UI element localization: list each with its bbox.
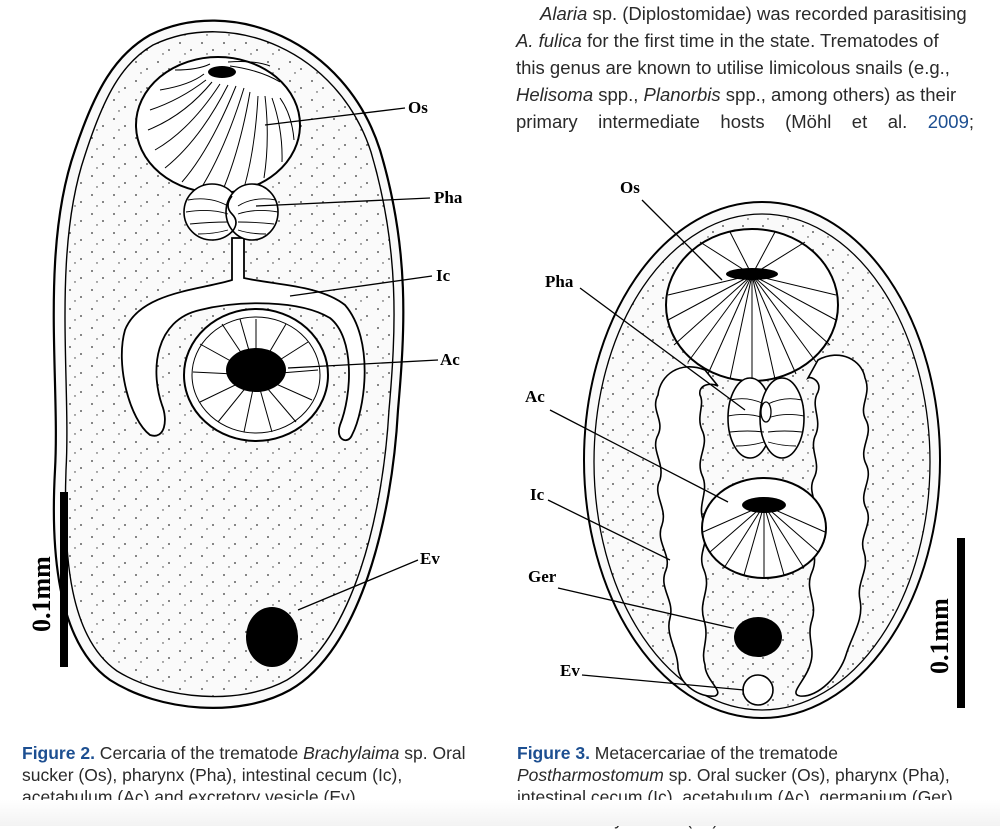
label-os-fig3: Os (620, 178, 640, 197)
scale-bar-fig3 (957, 538, 965, 708)
body-line-4: Helisoma spp., Planorbis spp., among oth… (516, 84, 957, 105)
label-ac-fig3: Ac (525, 387, 545, 406)
label-ic: Ic (436, 266, 451, 285)
figure-3-caption-label: Figure 3. (517, 743, 590, 763)
oral-sucker (135, 56, 301, 194)
label-ic-fig3: Ic (530, 485, 545, 504)
body-line-3: this genus are known to utilise limicolo… (516, 57, 950, 78)
body-line-5: primary intermediate hosts (Möhl et al. … (516, 111, 974, 132)
label-ger-fig3: Ger (528, 567, 557, 586)
excretory-vesicle (246, 607, 298, 667)
germanium (734, 617, 782, 657)
scale-label-fig2: 0.1mm (27, 556, 56, 632)
label-pha: Pha (434, 188, 463, 207)
figure-2-caption-label: Figure 2. (22, 743, 95, 763)
label-pha-fig3: Pha (545, 272, 574, 291)
body-paragraph: Alaria sp. (Diplostomidae) was recorded … (516, 0, 974, 135)
oral-sucker-fig3 (665, 228, 839, 382)
body-line-2: A. fulica for the first time in the stat… (516, 30, 939, 51)
intestinal-cecum-right (795, 354, 870, 697)
scale-bar-fig2 (60, 492, 68, 667)
figure-2-caption: Figure 2. Cercaria of the trematode Brac… (22, 743, 466, 807)
figure-3-leader-lines (547, 199, 746, 691)
acetabulum-fig3 (701, 477, 827, 579)
scale-label-fig3: 0.1mm (925, 598, 954, 674)
citation-link[interactable]: 2009 (927, 111, 969, 132)
pharynx (183, 183, 279, 241)
acetabulum (183, 308, 329, 442)
figure-3-drawing: Os Pha Ac Ic Ger Ev 0.1mm (525, 178, 965, 719)
intestinal-cecum (121, 237, 366, 442)
body-line-1: Alaria sp. (Diplostomidae) was recorded … (540, 3, 967, 24)
pharynx-fig3 (727, 377, 805, 459)
label-ev-fig3: Ev (560, 661, 580, 680)
label-ac: Ac (440, 350, 460, 369)
figure-2-drawing: Os Pha Ic Ac Ev 0.1mm (27, 19, 463, 709)
label-os: Os (408, 98, 428, 117)
excretory-vesicle-fig3 (742, 674, 774, 706)
label-ev: Ev (420, 549, 440, 568)
page-bottom-shadow (0, 800, 1000, 826)
figure-2-leader-lines (255, 107, 439, 611)
